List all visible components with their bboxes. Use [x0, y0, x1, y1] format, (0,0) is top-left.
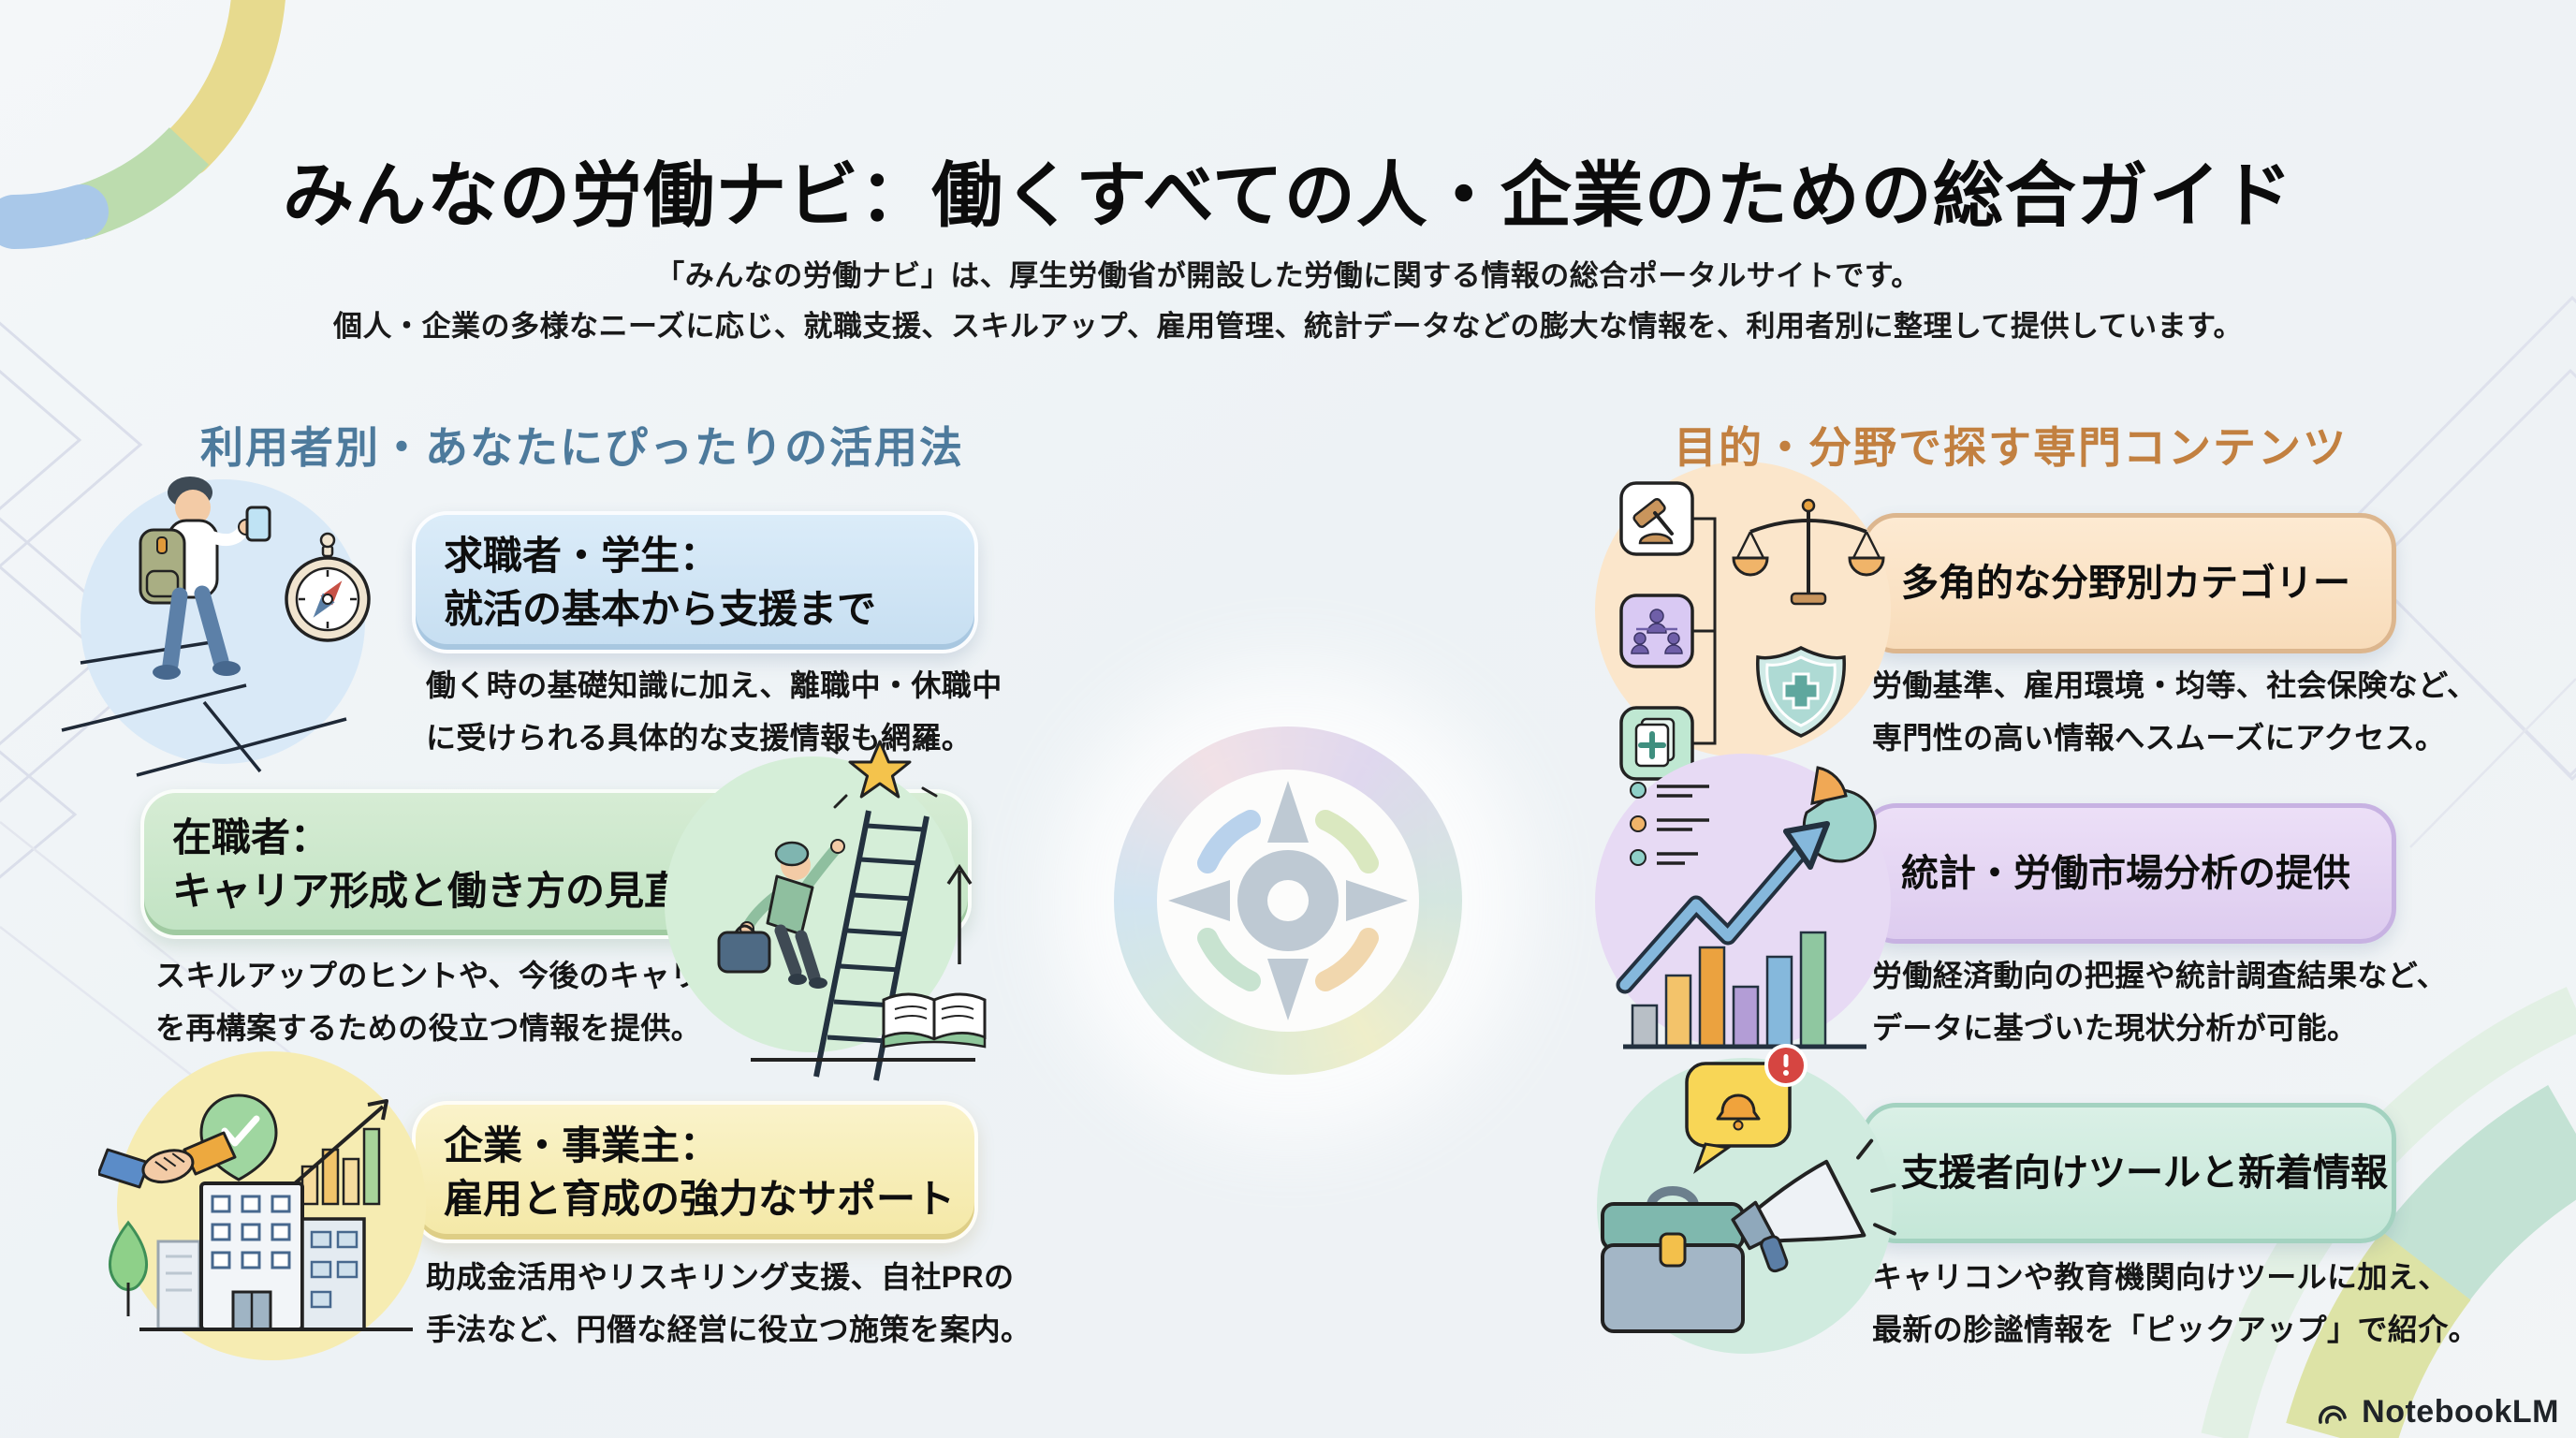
categories-illustration — [1595, 462, 1891, 781]
body-line: を再構案するための役立つ情報を提供。 — [155, 1011, 702, 1045]
bell-icon — [1716, 1093, 1761, 1131]
card-title: 支援者向けツールと新着情報 — [1901, 1152, 2388, 1194]
page-title: みんなの労働ナビ：働くすべての人・企業のための総合ガイド — [283, 155, 2293, 236]
top-left-arc — [0, 0, 285, 249]
open-book-icon — [882, 992, 987, 1049]
up-arrow-icon — [946, 863, 973, 964]
briefcase-icon — [1601, 1186, 1745, 1333]
card-statistics-title-bubble: 統計・労働市場分析の提供 — [1861, 803, 2396, 944]
body-line: 労働経済動向の把握や統計調査結果など、 — [1872, 959, 2448, 992]
statistics-illustration — [1595, 754, 1891, 1049]
connector-bracket — [1692, 517, 1717, 745]
right-section-heading: 目的・分野で探す専門コンテンツ — [1674, 423, 2348, 473]
card-workers-body: スキルアップのヒントや、今後のキャリア を再構案するための役立つ情報を提供。 — [155, 949, 731, 1054]
employer-support-illustration — [98, 1051, 426, 1360]
card-categories-body: 労働基準、雇用環境・均等、社会保険など、 専門性の高い情報へスムーズにアクセス。 — [1872, 659, 2477, 764]
megaphone-icon — [1731, 1138, 1896, 1273]
card-categories-title-bubble: 多角的な分野別カテゴリー — [1861, 513, 2396, 653]
star-icon — [822, 736, 938, 809]
card-title-line: 求職者・学生： — [444, 534, 720, 578]
bullet-list-icon — [1630, 782, 1709, 866]
gavel-tile — [1619, 481, 1694, 556]
compass-rose-emblem — [1114, 726, 1462, 1075]
right-diamond-pattern — [2332, 295, 2576, 848]
bar-chart-icon — [1623, 931, 1866, 1049]
card-title-line: 就活の基本から支援まで — [444, 587, 877, 631]
card-title-line: 在職者： — [172, 815, 330, 859]
growth-bar-chart-icon — [293, 1099, 388, 1206]
card-job-seekers-body: 働く時の基礎知識に加え、離職中・休職中 に受けられる具体的な支援情報も網羅。 — [426, 659, 1003, 764]
body-line: キャリコンや教育機関向けツールに加え、 — [1872, 1260, 2449, 1294]
body-line: 働く時の基礎知識に加え、離職中・休職中 — [426, 668, 1003, 702]
card-statistics-body: 労働経済動向の把握や統計調査結果など、 データに基づいた現状分析が可能。 — [1872, 949, 2447, 1054]
card-supporters-body: キャリコンや教育機関向けツールに加え、 最新の胗謐情報を「ピックアップ」で紹介。 — [1872, 1251, 2479, 1356]
card-employers-title-bubble: 企業・事業主： 雇用と育成の強力なサポート — [412, 1101, 978, 1243]
body-line: スキルアップのヒントや、今後のキャリア — [155, 959, 731, 992]
buildings-icon — [139, 1181, 413, 1331]
body-line: 専門性の高い情報へスムーズにアクセス。 — [1872, 721, 2446, 755]
compass-needle-icon — [1168, 781, 1408, 1020]
shield-cross-icon — [1756, 646, 1846, 738]
card-supporters-title-bubble: 支援者向けツールと新着情報 — [1861, 1103, 2396, 1243]
notebooklm-logo: NotebookLM — [2313, 1393, 2559, 1431]
walking-job-seeker-illustration — [61, 477, 371, 777]
compass-icon — [285, 532, 371, 642]
body-line: 労働基準、雇用環境・均等、社会保険など、 — [1872, 668, 2478, 702]
body-line: 最新の胗謐情報を「ピックアップ」で紹介。 — [1872, 1313, 2480, 1346]
ladder-climber-illustration — [665, 736, 987, 1081]
body-line: 助成金活用やリスキリング支援、自社PRの — [426, 1260, 1015, 1294]
card-title: 統計・労働市場分析の提供 — [1901, 852, 2350, 894]
page-subtitle-line1: 「みんなの労働ナビ」は、厚生労働省が開設した労働に関する情報の総合ポータルサイト… — [655, 259, 1921, 292]
scales-of-justice-icon — [1732, 498, 1885, 606]
walking-person — [139, 477, 271, 680]
people-tile — [1619, 594, 1694, 668]
card-title-line: キャリア形成と働き方の見直し — [172, 869, 724, 913]
supporter-tools-illustration — [1597, 1044, 1896, 1354]
tree-icon — [109, 1220, 148, 1316]
card-title: 多角的な分野別カテゴリー — [1901, 562, 2350, 604]
left-section-heading: 利用者別・あなたにぴったりの活用法 — [200, 423, 964, 473]
handshake-icon — [98, 1131, 237, 1189]
notification-bubble-icon — [1685, 1044, 1808, 1174]
notebooklm-wordmark: NotebookLM — [2362, 1393, 2559, 1430]
page-subtitle-line2: 個人・企業の多様なニーズに応じ、就職支援、スキルアップ、雇用管理、統計データなど… — [332, 310, 2244, 343]
road-lines — [61, 640, 347, 777]
card-job-seekers-title-bubble: 求職者・学生： 就活の基本から支援まで — [412, 511, 978, 653]
notebooklm-mark-icon — [2319, 1405, 2347, 1424]
climbing-person — [717, 839, 845, 989]
documents-tile — [1619, 706, 1694, 781]
body-line: データに基づいた現状分析が可能。 — [1872, 1011, 2358, 1045]
card-title-line: 雇用と育成の強力なサポート — [444, 1177, 956, 1221]
trend-arrow-icon — [1616, 821, 1830, 994]
alert-badge-icon — [1764, 1044, 1808, 1087]
body-line: 手法など、円僭な経営に役立つ施策を案内。 — [426, 1313, 1032, 1346]
card-title-line: 企業・事業主： — [444, 1123, 720, 1167]
card-employers-body: 助成金活用やリスキリング支援、自社PRの 手法など、円僭な経営に役立つ施策を案内… — [426, 1251, 1031, 1356]
